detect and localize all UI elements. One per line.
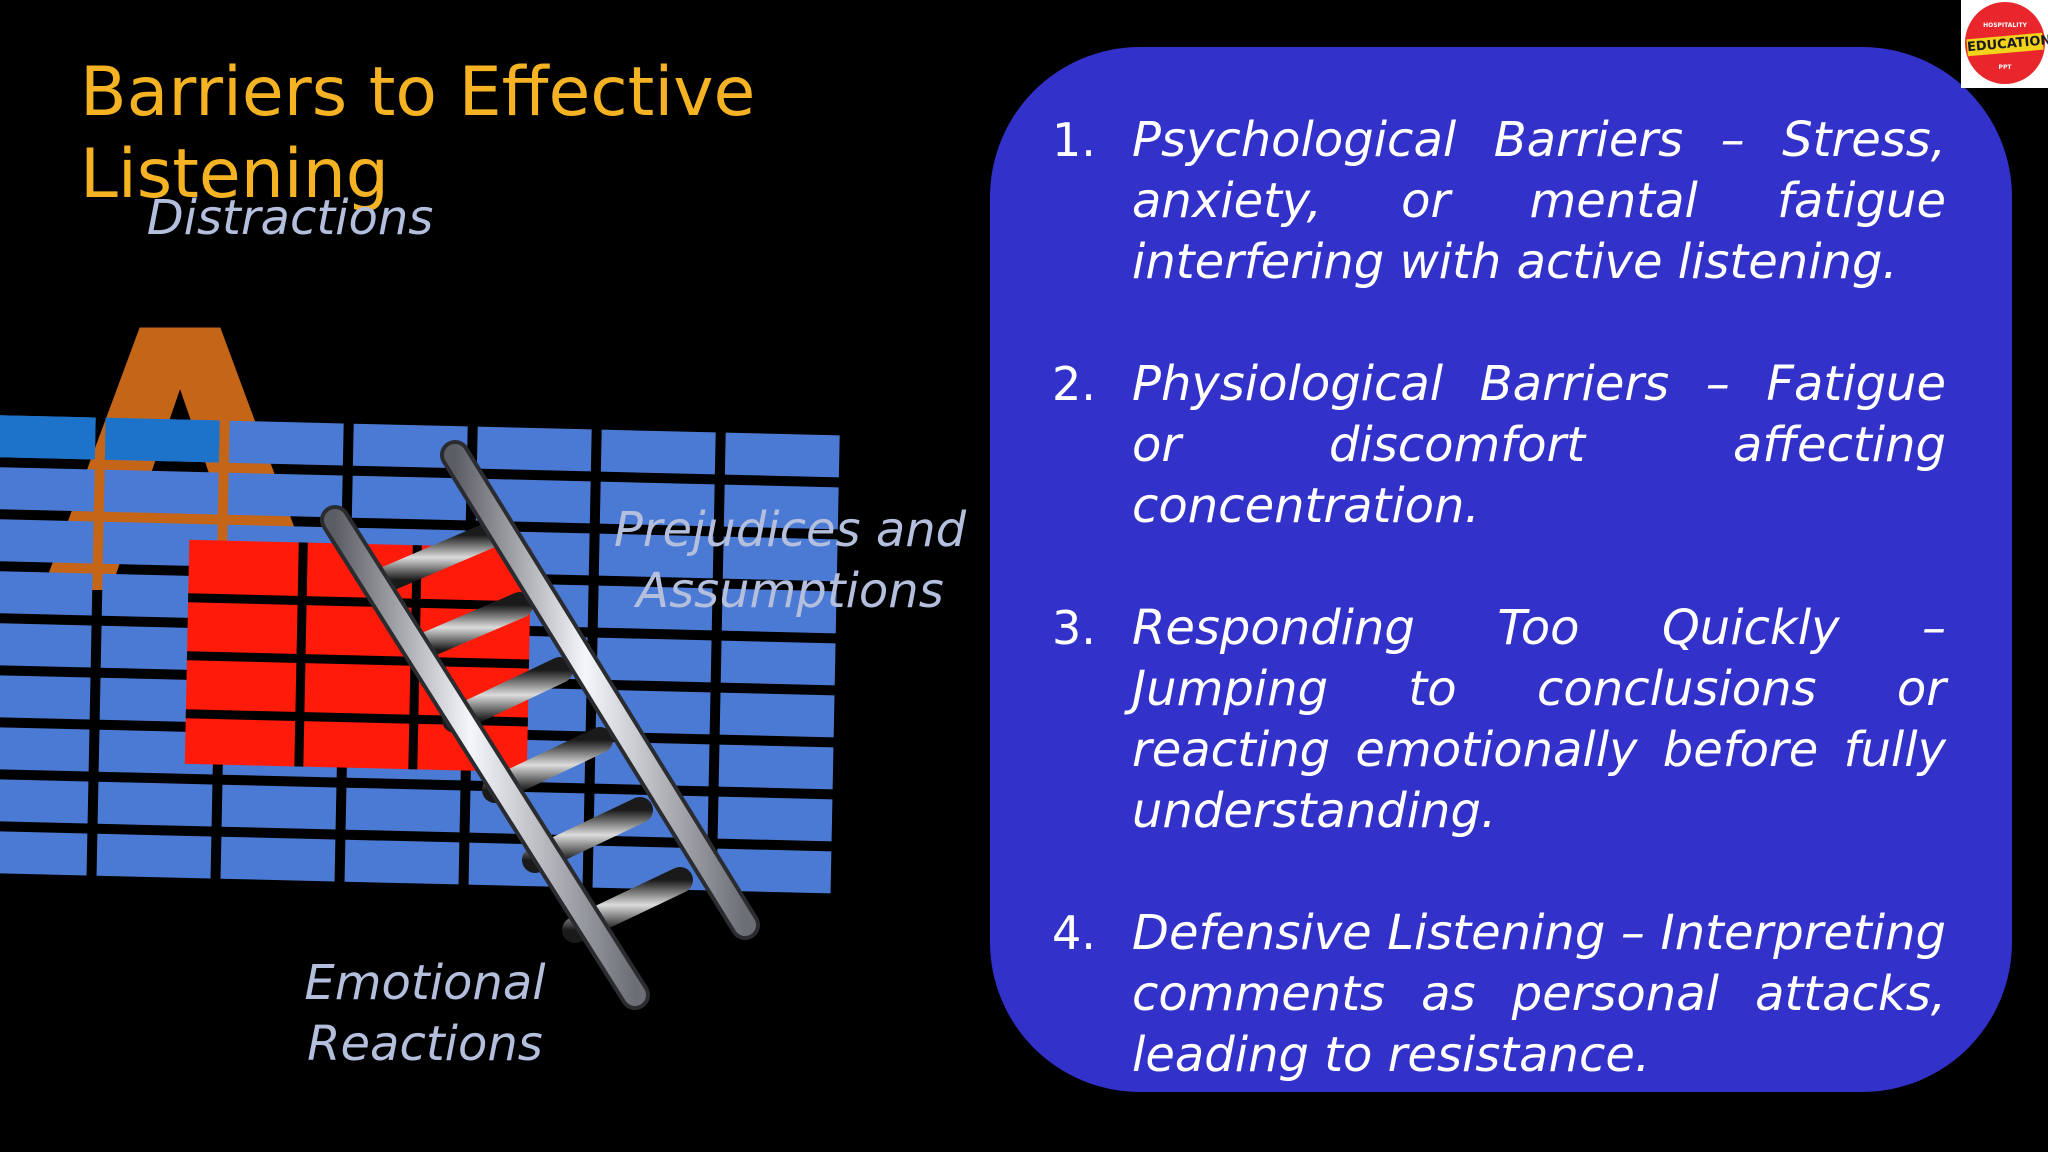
list-item-text: Psychological Barriers – Stress, anxiety…: [1132, 112, 1946, 290]
page-title: Barriers to Effective Listening: [80, 53, 756, 214]
list-item-number: 1.: [1052, 113, 1096, 167]
list-item-text: Responding Too Quickly – Jumping to conc…: [1132, 600, 1946, 839]
prejudices-label: Prejudices and Assumptions: [613, 502, 967, 619]
list-item-text: Physiological Barriers – Fatigue or disc…: [1132, 356, 1946, 534]
emotional-reactions-label: Emotional Reactions: [304, 955, 546, 1072]
barriers-list: 1. Psychological Barriers – Stress, anxi…: [1052, 110, 1946, 1147]
list-item: 1. Psychological Barriers – Stress, anxi…: [1052, 110, 1946, 293]
list-item-number: 4.: [1052, 906, 1096, 960]
hospitality-education-logo: HOSPITALITY EDUCATION PPT: [1961, 0, 2048, 88]
list-item: 3. Responding Too Quickly – Jumping to c…: [1052, 598, 1946, 842]
ladder: [320, 440, 760, 1010]
logo-bottom-text: PPT: [1998, 64, 2012, 71]
list-item-text: Defensive Listening – Interpreting comme…: [1132, 905, 1946, 1083]
ladder-over-wall-icon: A: [0, 256, 840, 1010]
logo-main-text: EDUCATION: [1966, 32, 2048, 57]
distractions-label: Distractions: [146, 190, 434, 246]
list-item: 2. Physiological Barriers – Fatigue or d…: [1052, 354, 1946, 537]
logo-badge: HOSPITALITY EDUCATION PPT: [1965, 2, 2048, 84]
list-item: 4. Defensive Listening – Interpreting co…: [1052, 903, 1946, 1086]
logo-top-text: HOSPITALITY: [1983, 22, 2027, 29]
barriers-panel: [990, 47, 2012, 1092]
list-item-number: 2.: [1052, 357, 1096, 411]
list-item-number: 3.: [1052, 601, 1096, 655]
